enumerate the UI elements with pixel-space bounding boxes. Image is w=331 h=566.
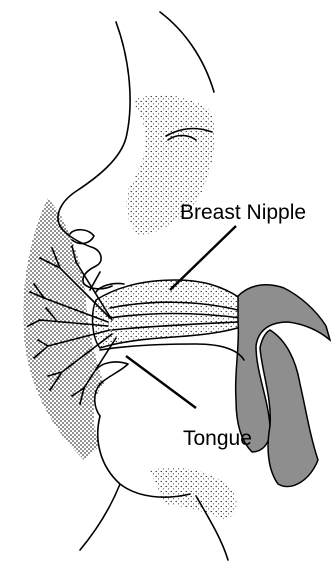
neck-shading xyxy=(150,468,236,520)
throat-shape xyxy=(260,330,318,487)
head-contour xyxy=(160,12,214,92)
breast-shape xyxy=(23,198,104,460)
tongue-leader xyxy=(126,356,196,408)
breast-nipple-leader xyxy=(170,226,236,290)
breast-nipple-label: Breast Nipple xyxy=(180,201,306,224)
tongue-shape xyxy=(100,344,244,360)
tongue-label: Tongue xyxy=(183,427,252,450)
nostril xyxy=(70,230,94,244)
